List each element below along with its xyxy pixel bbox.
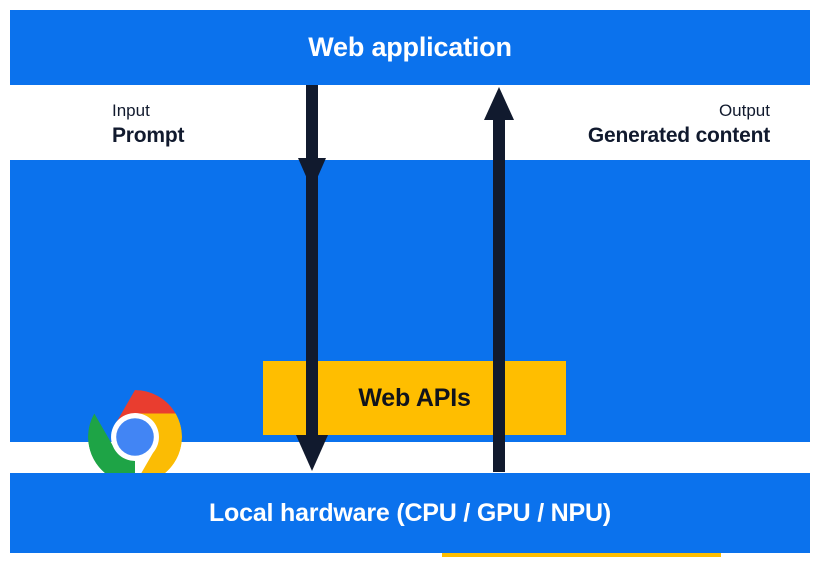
component-web-apis-label: Web APIs [358,383,471,412]
input-caption-kicker: Input [112,101,150,120]
layer-local-hardware-label: Local hardware (CPU / GPU / NPU) [208,498,611,527]
layer-web-application: Web application [10,10,810,85]
input-caption: Input Prompt [112,100,185,150]
layer-local-hardware: Local hardware (CPU / GPU / NPU) [10,473,810,553]
output-caption-value: Generated content [587,124,770,148]
chrome-logo-icon [88,390,182,484]
component-web-apis[interactable]: Web APIs [263,361,566,435]
input-caption-value: Prompt [112,124,185,148]
layer-web-application-label: Web application [308,32,512,62]
output-caption: Output Generated content [588,100,770,150]
layer-browser: Browser Web APIs Built-in models and run… [10,160,810,557]
output-caption-kicker: Output [718,101,770,120]
